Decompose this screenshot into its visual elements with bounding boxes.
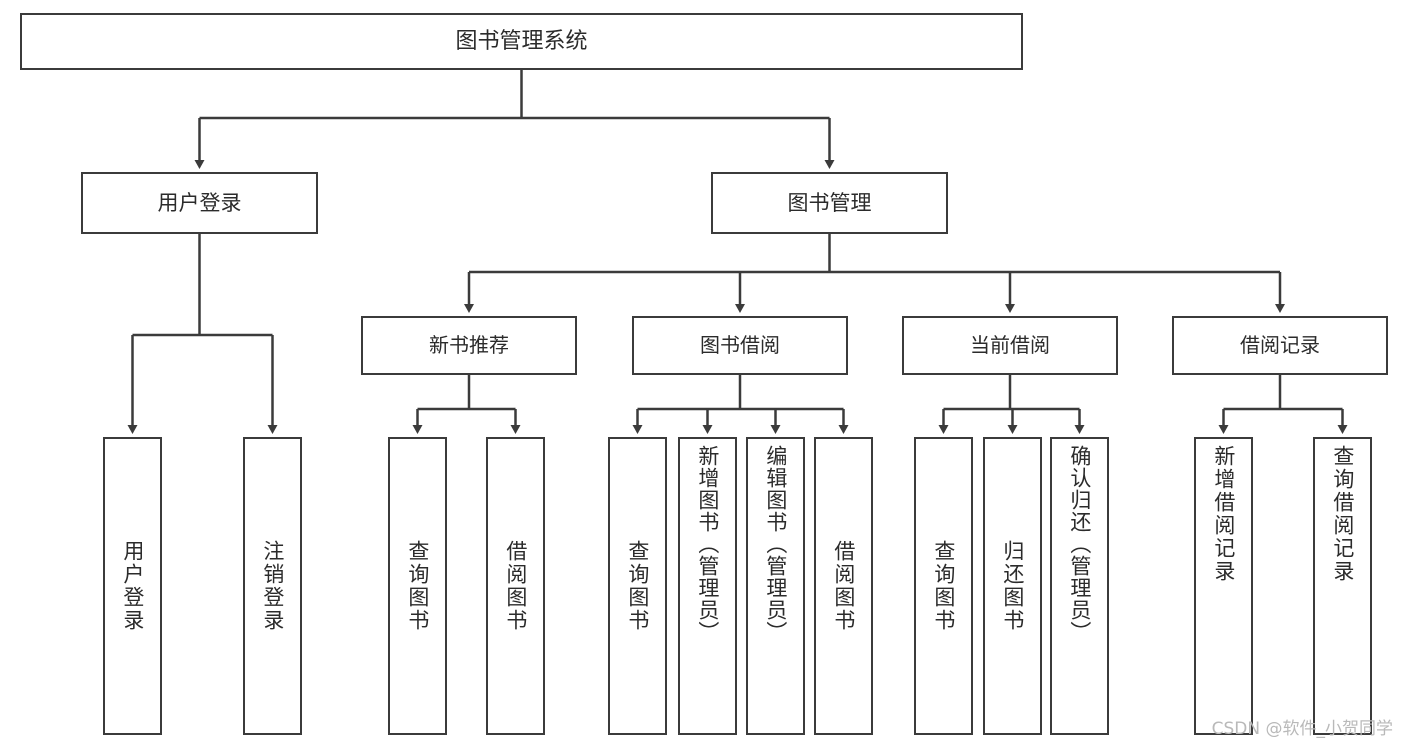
node-root-图书管理系统: 图书管理系统 [20,13,1023,70]
node-label: 图书管理 [787,190,872,215]
node-leaf-确认归还管理员-10: 确认归还（管理员） [1050,437,1109,735]
node-leaf-新增借阅记录-11: 新增借阅记录 [1194,437,1253,735]
node-tier1-用户登录-0: 用户登录 [81,172,318,234]
node-label: 借阅记录 [1240,332,1320,357]
csdn-watermark: CSDN @软件_小贺同学 [1211,719,1393,739]
node-tier2-当前借阅-2: 当前借阅 [902,316,1118,375]
node-label: 用户登录 [157,190,242,215]
node-tier1-图书管理-1: 图书管理 [711,172,948,234]
node-label: 编辑图书（管理员） [763,445,788,643]
node-tier2-图书借阅-1: 图书借阅 [632,316,848,375]
node-label: 注销登录 [260,540,285,632]
node-label: 图书管理系统 [455,28,588,54]
node-label: 查询借阅记录 [1330,445,1355,583]
node-label: 当前借阅 [970,332,1050,357]
node-label: 新书推荐 [429,332,509,357]
node-label: 查询图书 [405,540,430,632]
node-leaf-查询图书-4: 查询图书 [608,437,667,735]
node-leaf-归还图书-9: 归还图书 [983,437,1042,735]
node-label: 新增借阅记录 [1211,445,1236,583]
node-leaf-查询借阅记录-12: 查询借阅记录 [1313,437,1372,735]
node-label: 借阅图书 [503,540,528,632]
node-label: 用户登录 [120,540,145,632]
node-leaf-新增图书管理员-5: 新增图书（管理员） [678,437,737,735]
node-label: 图书借阅 [700,332,780,357]
node-leaf-用户登录-0: 用户登录 [103,437,162,735]
node-tier2-新书推荐-0: 新书推荐 [361,316,577,375]
node-leaf-编辑图书管理员-6: 编辑图书（管理员） [746,437,805,735]
node-leaf-注销登录-1: 注销登录 [243,437,302,735]
node-label: 借阅图书 [831,540,856,632]
node-leaf-查询图书-8: 查询图书 [914,437,973,735]
node-label: 确认归还（管理员） [1067,445,1092,643]
node-label: 新增图书（管理员） [695,445,720,643]
node-leaf-借阅图书-3: 借阅图书 [486,437,545,735]
node-leaf-查询图书-2: 查询图书 [388,437,447,735]
node-label: 查询图书 [931,540,956,632]
node-tier2-借阅记录-3: 借阅记录 [1172,316,1388,375]
node-label: 查询图书 [625,540,650,632]
node-label: 归还图书 [1000,540,1025,632]
node-leaf-借阅图书-7: 借阅图书 [814,437,873,735]
